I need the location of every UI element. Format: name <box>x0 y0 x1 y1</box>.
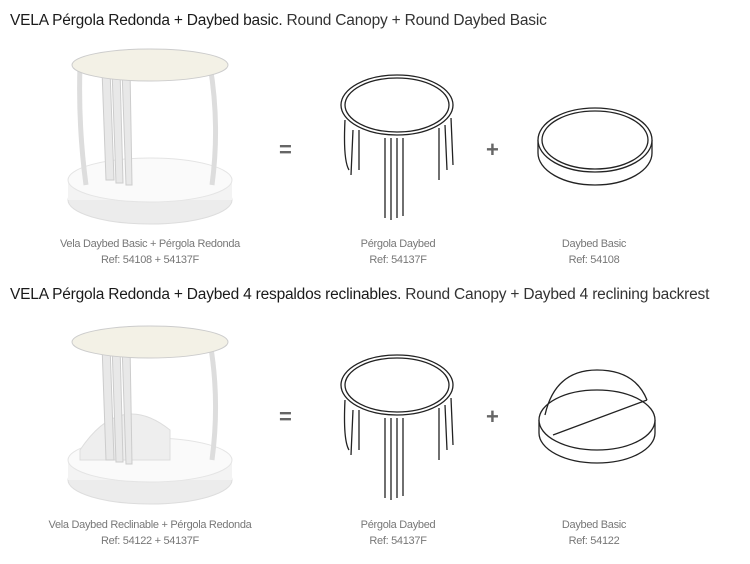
product-ref: Ref: 54137F <box>369 254 427 266</box>
product-name: Vela Daybed Reclinable + Pérgola Redonda <box>48 519 252 531</box>
plus-sign: + <box>486 137 499 162</box>
pergola-daybed-drawing <box>340 74 454 220</box>
title-bold: VELA Pérgola Redonda + Daybed 4 respaldo… <box>10 286 402 303</box>
equals-sign: = <box>279 404 292 429</box>
product-name: Vela Daybed Basic + Pérgola Redonda <box>60 238 240 250</box>
product-name: Pérgola Daybed <box>360 238 436 250</box>
product-name: Pérgola Daybed <box>360 519 436 531</box>
product-ref: Ref: 54137F <box>369 535 427 547</box>
vela-daybed-basic-render <box>67 48 233 225</box>
product-name: Daybed Basic <box>561 519 627 531</box>
product-name: Daybed Basic <box>561 238 627 250</box>
title-bold: VELA Pérgola Redonda + Daybed basic. <box>10 12 283 29</box>
section-2-title: VELA Pérgola Redonda + Daybed 4 respaldo… <box>10 286 709 304</box>
pergola-daybed-drawing <box>340 354 454 500</box>
daybed-basic-drawing <box>537 107 653 186</box>
daybed-reclinable-drawing <box>538 369 656 464</box>
title-light: Round Canopy + Daybed 4 reclining backre… <box>401 286 710 303</box>
product-caption-combo: Vela Daybed Reclinable + Pérgola Redonda… <box>30 517 270 549</box>
title-light: Round Canopy + Round Daybed Basic <box>282 12 547 29</box>
plus-sign: + <box>486 404 499 429</box>
section-1-title: VELA Pérgola Redonda + Daybed basic. Rou… <box>10 12 547 30</box>
product-ref: Ref: 54108 <box>568 254 620 266</box>
vela-daybed-reclinable-render <box>67 325 233 505</box>
product-ref: Ref: 54122 + 54137F <box>101 535 199 547</box>
product-ref: Ref: 54122 <box>568 535 620 547</box>
product-ref: Ref: 54108 + 54137F <box>101 254 199 266</box>
equals-sign: = <box>279 137 292 162</box>
